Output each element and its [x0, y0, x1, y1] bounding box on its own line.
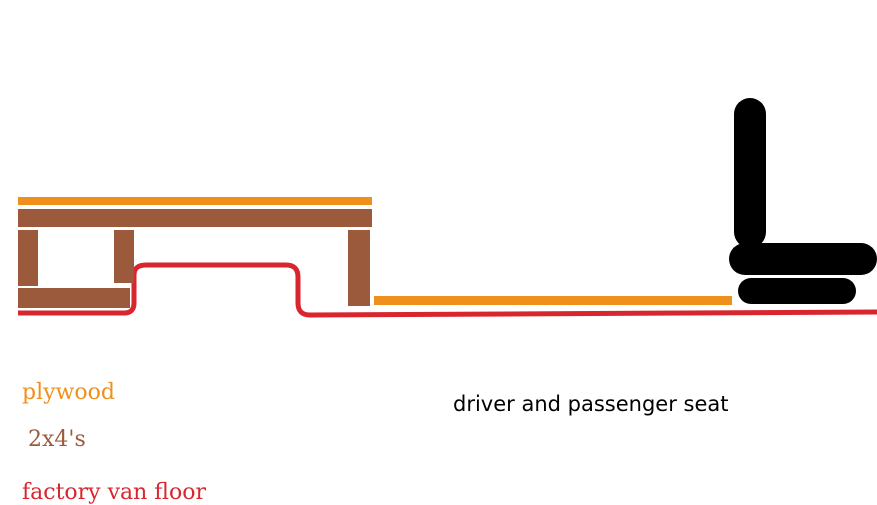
top-2x4-beam — [18, 209, 372, 227]
left-2x4-leg — [18, 230, 38, 286]
van-floor-line — [18, 262, 877, 318]
legend-2x4-label: 2x4's — [28, 427, 86, 452]
platform-plywood — [18, 197, 372, 205]
seat-back — [734, 98, 766, 248]
legend-van-floor-label: factory van floor — [22, 480, 206, 505]
middle-2x4-leg — [114, 230, 134, 283]
bottom-2x4 — [18, 288, 130, 308]
floor-plywood — [374, 296, 732, 305]
seat-icon — [729, 98, 877, 304]
seat-cushion — [729, 243, 877, 275]
legend-plywood-label: plywood — [22, 380, 115, 405]
seat-base — [738, 278, 856, 304]
seat-label: driver and passenger seat — [453, 392, 729, 416]
right-2x4-leg — [348, 230, 370, 306]
